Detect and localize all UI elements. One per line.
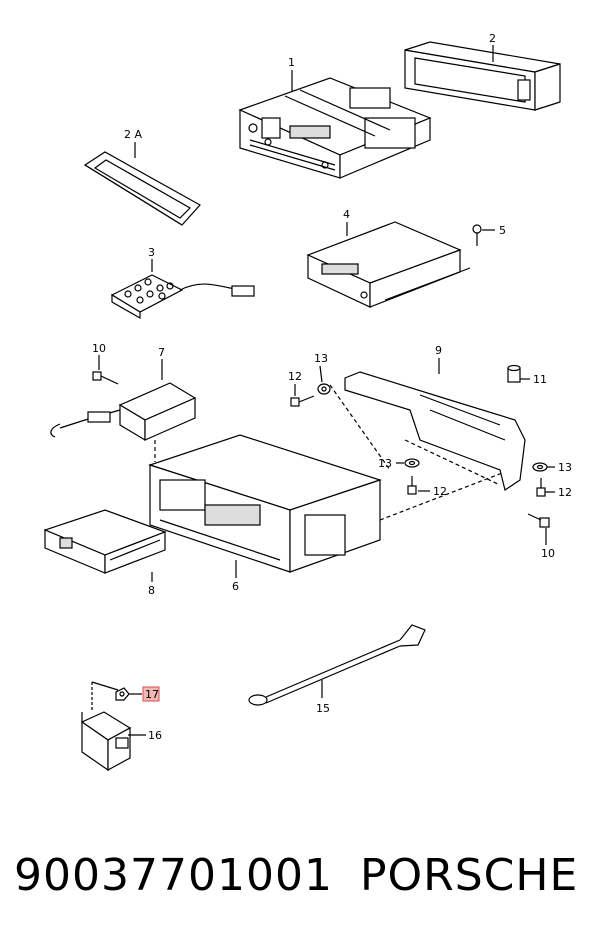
callout-5: 5 xyxy=(499,224,506,237)
bolt-12-right[interactable] xyxy=(536,478,546,497)
callout-2: 2 xyxy=(489,32,496,45)
footer: 90037701001 PORSCHE xyxy=(0,842,600,932)
callout-13c: 13 xyxy=(558,461,572,474)
callout-10a: 10 xyxy=(92,342,106,355)
callout-7: 7 xyxy=(158,346,165,359)
part-number: 90037701001 xyxy=(14,850,333,901)
relay-box[interactable] xyxy=(80,711,132,772)
callout-1: 1 xyxy=(288,56,295,69)
callout-8: 8 xyxy=(148,584,155,597)
callout-6: 6 xyxy=(232,580,239,593)
callout-9: 9 xyxy=(435,344,442,357)
trim-frame[interactable] xyxy=(83,151,201,226)
cable-15[interactable] xyxy=(248,624,426,706)
mounting-bracket[interactable] xyxy=(344,371,526,491)
washer-13-mid[interactable] xyxy=(404,458,420,468)
callout-12c: 12 xyxy=(558,486,572,499)
washer-13-upper[interactable] xyxy=(317,383,331,395)
parts-diagram: 1 2 2 A 3 4 xyxy=(43,32,572,772)
remote-keypad[interactable] xyxy=(110,274,255,320)
brand-name: PORSCHE xyxy=(360,850,579,901)
cap-11[interactable] xyxy=(507,364,521,383)
callout-10b: 10 xyxy=(541,547,555,560)
callout-16: 16 xyxy=(148,729,162,742)
callout-4: 4 xyxy=(343,208,350,221)
callout-13b: 13 xyxy=(378,457,392,470)
control-box[interactable] xyxy=(50,382,197,442)
callout-17-highlight xyxy=(142,686,160,702)
nut-17[interactable] xyxy=(115,687,130,701)
screw-5[interactable] xyxy=(472,224,482,246)
callout-17: 17 xyxy=(145,688,159,701)
callout-15: 15 xyxy=(316,702,330,715)
screw-10-lower[interactable] xyxy=(527,513,550,528)
callout-2a: 2 A xyxy=(124,128,142,141)
callout-3: 3 xyxy=(148,246,155,259)
screw-10-upper[interactable] xyxy=(92,371,119,385)
bolt-12-left[interactable] xyxy=(290,395,315,407)
callout-13a: 13 xyxy=(314,352,328,365)
cd-changer[interactable] xyxy=(148,434,382,573)
amplifier[interactable] xyxy=(306,221,471,308)
cd-magazine[interactable] xyxy=(43,509,167,574)
radio-head-unit[interactable] xyxy=(238,77,432,179)
callout-12a: 12 xyxy=(288,370,302,383)
washer-13-right[interactable] xyxy=(532,462,548,472)
mounting-sleeve[interactable] xyxy=(404,41,561,111)
bolt-12-mid[interactable] xyxy=(407,476,417,495)
callout-12b: 12 xyxy=(433,485,447,498)
callout-11: 11 xyxy=(533,373,547,386)
